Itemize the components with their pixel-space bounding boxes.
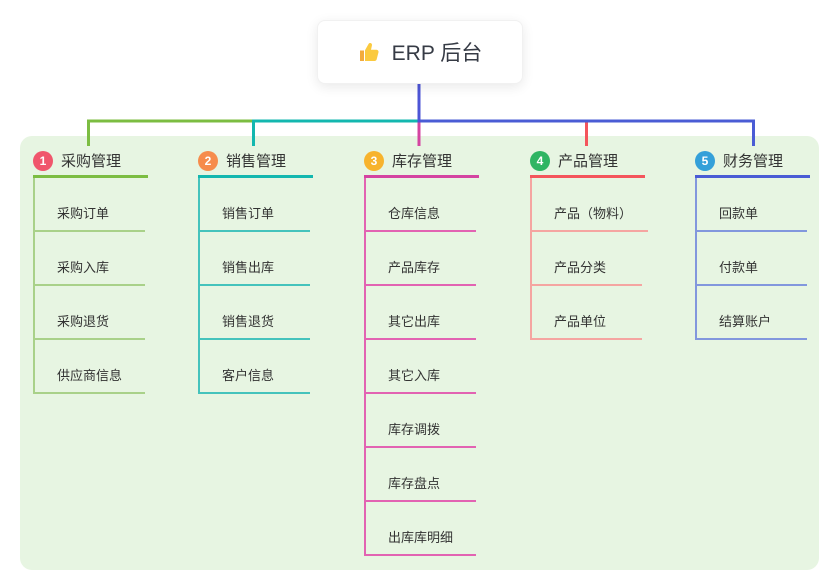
branch-3: 3 库存管理仓库信息产品库存其它出库其它入库库存调拨库存盘点出库库明细	[364, 146, 524, 556]
branch-header[interactable]: 3 库存管理	[364, 146, 479, 178]
child-node[interactable]: 付款单	[697, 232, 807, 286]
branch-label: 库存管理	[392, 153, 453, 170]
branch-children: 回款单付款单结算账户	[695, 178, 839, 340]
child-node[interactable]: 销售出库	[200, 232, 310, 286]
branch-number-badge: 2	[198, 150, 218, 171]
branch-label: 财务管理	[723, 153, 784, 170]
background-panel	[20, 136, 819, 570]
branch-children: 销售订单销售出库销售退货客户信息	[198, 178, 358, 394]
child-node[interactable]: 产品（物料）	[532, 178, 649, 232]
child-node[interactable]: 采购退货	[35, 286, 145, 340]
branch-number-badge: 4	[530, 150, 550, 171]
child-node[interactable]: 出库库明细	[366, 502, 476, 556]
root-label: ERP 后台	[391, 42, 483, 65]
branch-label: 销售管理	[226, 153, 287, 170]
child-node[interactable]: 回款单	[697, 178, 807, 232]
child-node[interactable]: 库存盘点	[366, 448, 476, 502]
child-node[interactable]: 采购入库	[35, 232, 145, 286]
child-node[interactable]: 产品库存	[366, 232, 476, 286]
child-node[interactable]: 其它入库	[366, 340, 476, 394]
branch-children: 仓库信息产品库存其它出库其它入库库存调拨库存盘点出库库明细	[364, 178, 524, 556]
child-node[interactable]: 产品单位	[532, 286, 642, 340]
child-node[interactable]: 客户信息	[200, 340, 310, 394]
branch-header[interactable]: 2 销售管理	[198, 146, 313, 178]
child-node[interactable]: 结算账户	[697, 286, 807, 340]
branch-4: 4 产品管理产品（物料）产品分类产品单位	[530, 146, 690, 340]
branch-header[interactable]: 1 采购管理	[33, 146, 148, 178]
branch-children: 产品（物料）产品分类产品单位	[530, 178, 690, 340]
child-node[interactable]: 销售退货	[200, 286, 310, 340]
child-node[interactable]: 库存调拨	[366, 394, 476, 448]
thumbs-up-icon	[358, 40, 382, 64]
branch-label: 采购管理	[61, 153, 122, 170]
child-node[interactable]: 销售订单	[200, 178, 310, 232]
branch-header[interactable]: 4 产品管理	[530, 146, 645, 178]
branch-2: 2 销售管理销售订单销售出库销售退货客户信息	[198, 146, 358, 394]
root-node[interactable]: ERP 后台	[317, 20, 523, 84]
branch-1: 1 采购管理采购订单采购入库采购退货供应商信息	[33, 146, 193, 394]
child-node[interactable]: 仓库信息	[366, 178, 476, 232]
child-node[interactable]: 采购订单	[35, 178, 145, 232]
child-node[interactable]: 产品分类	[532, 232, 642, 286]
branch-header[interactable]: 5 财务管理	[695, 146, 810, 178]
branch-number-badge: 1	[33, 150, 53, 171]
branch-number-badge: 5	[695, 150, 715, 171]
branch-label: 产品管理	[558, 153, 619, 170]
branch-children: 采购订单采购入库采购退货供应商信息	[33, 178, 193, 394]
child-node[interactable]: 其它出库	[366, 286, 476, 340]
child-node[interactable]: 供应商信息	[35, 340, 145, 394]
branch-number-badge: 3	[364, 150, 384, 171]
branch-5: 5 财务管理回款单付款单结算账户	[695, 146, 839, 340]
